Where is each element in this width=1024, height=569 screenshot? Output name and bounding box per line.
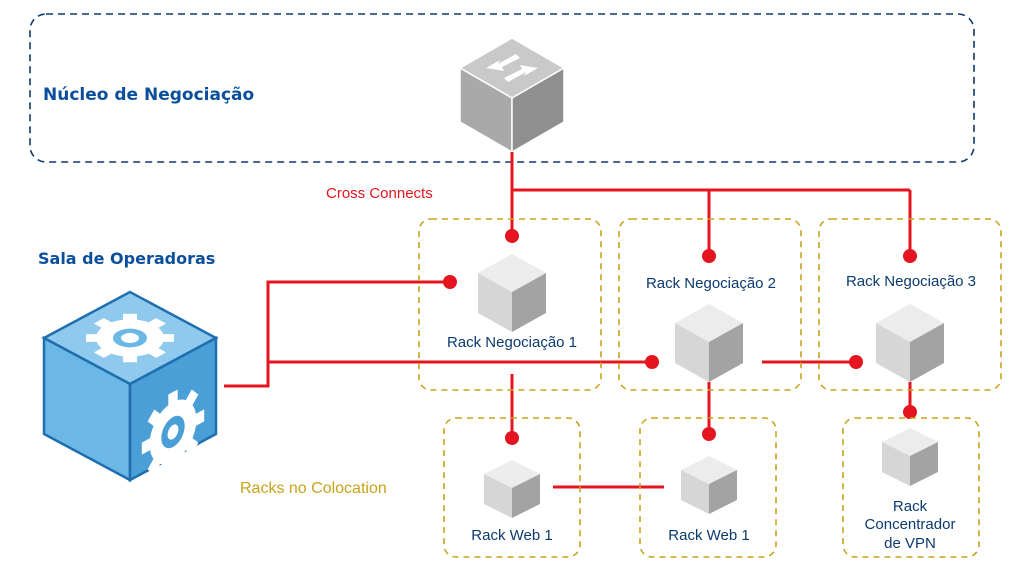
rack-label-neg1: Rack Negociação 1 — [447, 334, 577, 351]
rack-cube-icon — [876, 304, 944, 382]
gear-cube-icon — [41, 290, 219, 483]
rack-cube-icon — [484, 460, 540, 518]
switch-icon — [458, 37, 566, 154]
rack-label-web1a: Rack Web 1 — [471, 527, 552, 544]
colo-box-neg3 — [818, 218, 1002, 391]
rack-label-neg3: Rack Negociação 3 — [846, 273, 976, 290]
colo-box-vpn — [842, 417, 980, 558]
rack-cube-icon — [675, 304, 743, 382]
core-zone-box — [29, 13, 975, 163]
rack-cube-icon — [478, 254, 546, 332]
connection-dots — [443, 229, 917, 445]
core-zone-label: Núcleo de Negociação — [43, 85, 254, 105]
rack-cube-icon — [882, 428, 938, 486]
rack-cube-icon — [681, 456, 737, 514]
rack-label-vpn-2: Concentrador — [865, 516, 956, 533]
colo-box-web1a — [443, 417, 581, 558]
colo-box-neg2 — [618, 218, 802, 391]
colo-box-web1b — [639, 417, 777, 558]
rack-label-web1b: Rack Web 1 — [668, 527, 749, 544]
colocation-label: Racks no Colocation — [240, 480, 387, 497]
rack-label-vpn-1: Rack — [893, 498, 928, 515]
operators-label: Sala de Operadoras — [38, 249, 215, 268]
cross-connect-lines — [224, 152, 912, 489]
cross-connects-label: Cross Connects — [326, 185, 433, 202]
rack-label-vpn-3: de VPN — [884, 535, 936, 552]
rack-label-neg2: Rack Negociação 2 — [646, 275, 776, 292]
colo-box-neg1 — [418, 218, 602, 391]
